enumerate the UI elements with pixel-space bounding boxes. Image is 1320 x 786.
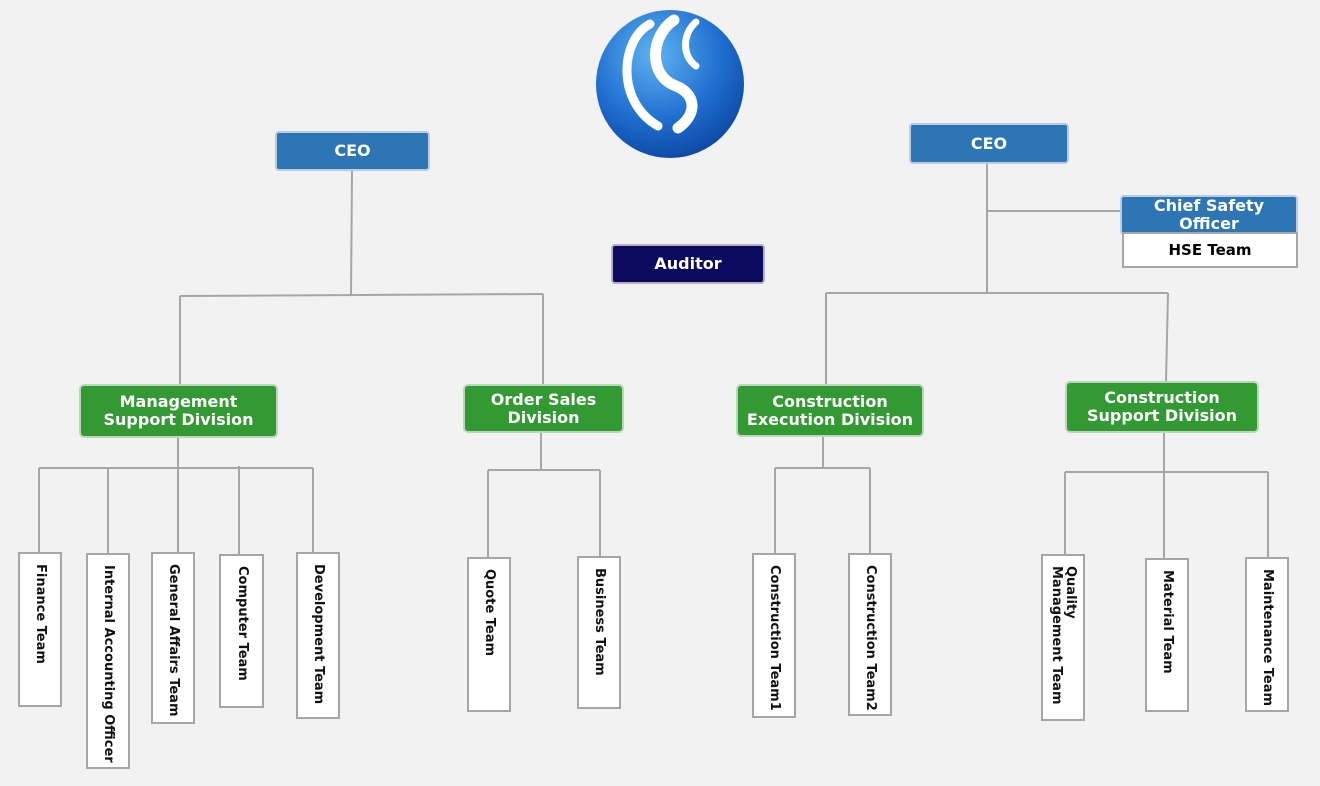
- business-team-box: Business Team: [577, 556, 621, 709]
- construction-team2-label: Construction Team2: [863, 565, 878, 711]
- computer-team-box: Computer Team: [219, 554, 264, 708]
- auditor-box: Auditor: [611, 244, 765, 284]
- construction-execution-division-box: Construction Execution Division: [736, 384, 924, 437]
- development-team-label: Development Team: [311, 564, 326, 705]
- order-sales-division-box: Order Sales Division: [463, 384, 624, 433]
- computer-team-label: Computer Team: [234, 566, 250, 681]
- material-team-box: Material Team: [1145, 558, 1189, 712]
- quote-team-box: Quote Team: [467, 557, 511, 712]
- chief-safety-officer-box: Chief Safety Officer: [1120, 195, 1298, 235]
- material-team-label: Material Team: [1160, 570, 1175, 674]
- construction-team2-box: Construction Team2: [848, 553, 892, 716]
- right-ceo-box: CEO: [909, 123, 1069, 164]
- internal-accounting-officer-box: Internal Accounting Officer: [86, 553, 130, 769]
- construction-team1-label: Construction Team1: [767, 565, 782, 711]
- construction-support-division-box: Construction Support Division: [1065, 381, 1259, 433]
- left-ceo-box: CEO: [275, 131, 430, 171]
- business-team-label: Business Team: [592, 568, 607, 676]
- quality-management-team-label: Quality Management Team: [1049, 566, 1078, 705]
- internal-accounting-officer-label: Internal Accounting Officer: [101, 565, 116, 763]
- management-support-division-box: Management Support Division: [79, 384, 278, 438]
- general-affairs-team-label: General Affairs Team: [166, 564, 181, 717]
- maintenance-team-box: Maintenance Team: [1245, 557, 1289, 712]
- construction-team1-box: Construction Team1: [752, 553, 796, 718]
- quality-management-team-box: Quality Management Team: [1041, 554, 1085, 721]
- development-team-box: Development Team: [296, 552, 340, 719]
- company-logo: [596, 10, 744, 158]
- finance-team-label: Finance Team: [33, 564, 48, 664]
- hse-team-box: HSE Team: [1122, 232, 1298, 268]
- general-affairs-team-box: General Affairs Team: [151, 552, 195, 724]
- maintenance-team-label: Maintenance Team: [1260, 569, 1275, 707]
- finance-team-box: Finance Team: [18, 552, 62, 707]
- quote-team-label: Quote Team: [482, 569, 497, 657]
